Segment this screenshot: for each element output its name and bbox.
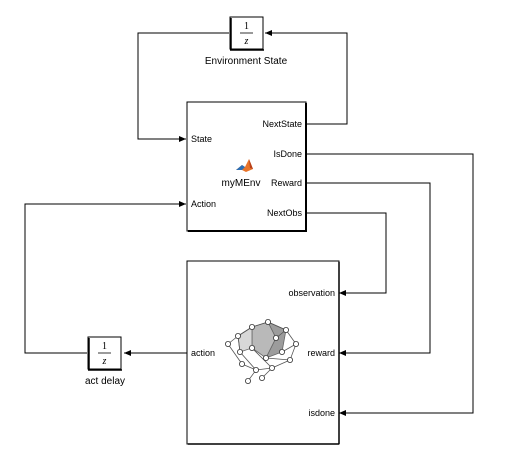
port-state: State xyxy=(191,134,212,144)
matlab-logo-icon xyxy=(236,159,253,172)
act-delay-denominator: z xyxy=(102,356,107,367)
env-block-name: myMEnv xyxy=(222,178,261,189)
act-delay-numerator: 1 xyxy=(102,341,107,352)
port-action-in: Action xyxy=(191,199,216,209)
port-nextobs: NextObs xyxy=(267,208,303,218)
wire-isdone[interactable] xyxy=(307,153,474,416)
environment-state-delay-block[interactable]: 1 z xyxy=(229,16,264,51)
port-isdone-in: isdone xyxy=(308,408,335,418)
wire-reward[interactable] xyxy=(307,182,431,356)
wire-observation[interactable] xyxy=(307,212,387,296)
wire-nextstate[interactable] xyxy=(265,30,348,125)
port-isdone: IsDone xyxy=(273,149,302,159)
act-delay-block[interactable]: 1 z xyxy=(87,336,122,371)
port-reward-in: reward xyxy=(307,348,335,358)
port-nextstate: NextState xyxy=(262,119,302,129)
env-state-numerator: 1 xyxy=(244,21,249,32)
wire-act-delay-out[interactable] xyxy=(24,201,186,354)
env-state-denominator: z xyxy=(244,36,249,47)
port-observation: observation xyxy=(288,288,335,298)
wire-state[interactable] xyxy=(137,32,229,142)
neural-network-brain-icon xyxy=(224,318,299,384)
port-reward: Reward xyxy=(271,178,302,188)
environment-state-caption: Environment State xyxy=(205,56,288,67)
act-delay-caption: act delay xyxy=(85,376,125,387)
port-action-out: action xyxy=(191,348,215,358)
